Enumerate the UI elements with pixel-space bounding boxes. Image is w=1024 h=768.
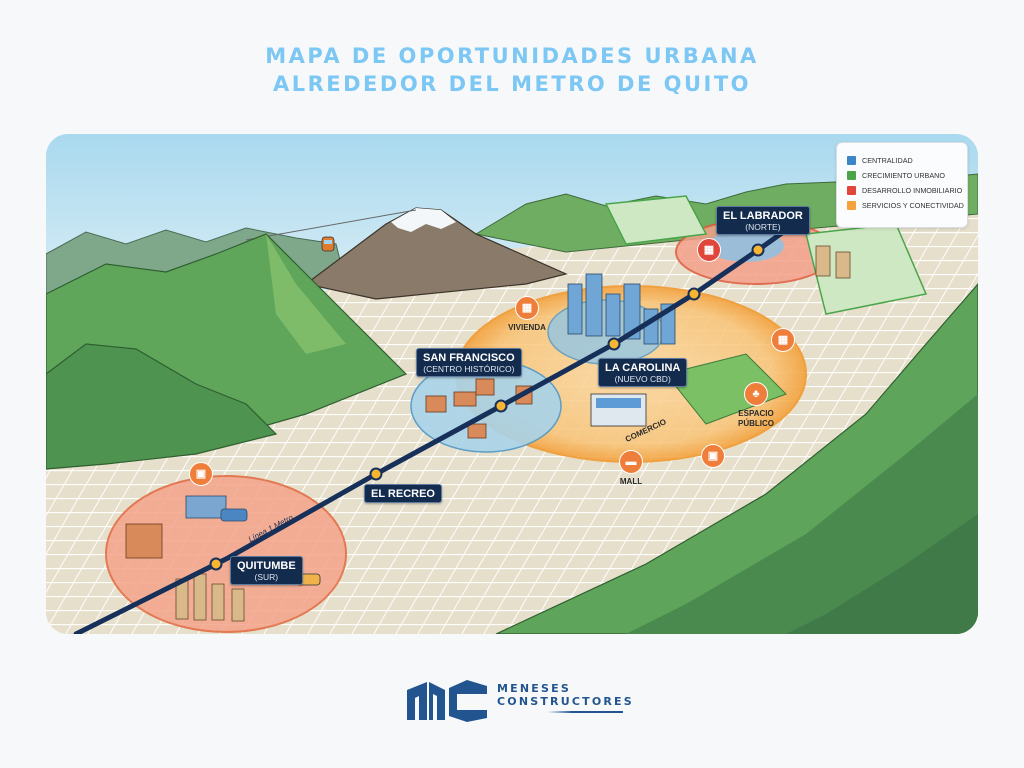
station-name: EL RECREO — [371, 488, 435, 500]
poi-building-labrador: ▦ — [696, 238, 722, 265]
legend-swatch-orange — [847, 201, 856, 210]
poi-vivienda: ▦ VIVIENDA — [502, 296, 552, 333]
legend-item-centralidad: CENTRALIDAD — [847, 156, 913, 165]
station-san-francisco: SAN FRANCISCO (CENTRO HISTÓRICO) — [416, 348, 522, 377]
brand-name: MENESES CONSTRUCTORES — [497, 682, 634, 713]
illustrated-map: CENTRALIDAD CRECIMIENTO URBANO DESARROLL… — [46, 134, 978, 634]
people-park-icon: ♣ — [744, 382, 768, 406]
station-quitumbe: QUITUMBE (SUR) — [230, 556, 303, 585]
station-subtitle: (SUR) — [254, 572, 279, 582]
station-name: SAN FRANCISCO — [423, 352, 515, 364]
station-name: EL LABRADOR — [723, 210, 803, 222]
station-name: QUITUMBE — [237, 560, 296, 572]
poi-label: VIVIENDA — [508, 323, 546, 332]
brand-underline — [497, 711, 623, 713]
building-icon: ▦ — [771, 328, 795, 352]
station-la-carolina: LA CAROLINA (NUEVO CBD) — [598, 358, 688, 387]
brand-name-line-1: MENESES — [497, 682, 571, 695]
truck-icon: ▬ — [619, 450, 643, 474]
poi-label: MALL — [619, 477, 643, 486]
legend-item-servicios-conectividad: SERVICIOS Y CONECTIVIDAD — [847, 201, 964, 210]
station-subtitle: (NORTE) — [745, 222, 781, 232]
bus-icon: ▣ — [701, 444, 725, 468]
map-legend: CENTRALIDAD CRECIMIENTO URBANO DESARROLL… — [836, 142, 968, 228]
building-icon: ▦ — [697, 238, 721, 262]
station-subtitle: (NUEVO CBD) — [614, 374, 671, 384]
brand-logo: MENESES CONSTRUCTORES — [405, 676, 635, 726]
building-icon: ▦ — [515, 296, 539, 320]
poi-bus-quitumbe: ▣ — [188, 462, 214, 489]
poi-building-east: ▦ — [770, 328, 796, 355]
map-title: MAPA DE OPORTUNIDADES URBANA ALREDEDOR D… — [0, 42, 1024, 98]
legend-label: DESARROLLO INMOBILIARIO — [862, 186, 963, 195]
poi-mall: ▬ MALL — [616, 450, 646, 487]
station-el-labrador: EL LABRADOR (NORTE) — [716, 206, 810, 235]
legend-label: CRECIMIENTO URBANO — [862, 171, 945, 180]
legend-swatch-red — [847, 186, 856, 195]
legend-item-crecimiento-urbano: CRECIMIENTO URBANO — [847, 171, 945, 180]
legend-label: CENTRALIDAD — [862, 156, 913, 165]
brand-name-line-2: CONSTRUCTORES — [497, 695, 634, 708]
bus-icon: ▣ — [189, 462, 213, 486]
title-line-1: MAPA DE OPORTUNIDADES URBANA — [265, 44, 759, 68]
station-el-recreo: EL RECREO — [364, 484, 442, 503]
title-line-2: ALREDEDOR DEL METRO DE QUITO — [272, 72, 752, 96]
legend-item-desarrollo-inmobiliario: DESARROLLO INMOBILIARIO — [847, 186, 962, 195]
legend-swatch-blue — [847, 156, 856, 165]
poi-label: ESPACIO PÚBLICO — [738, 409, 774, 428]
mc-monogram-icon — [407, 680, 487, 722]
legend-swatch-green — [847, 171, 856, 180]
poi-espacio-publico: ♣ ESPACIO PÚBLICO — [728, 382, 784, 429]
poi-transporte: ▣ — [700, 444, 726, 471]
station-name: LA CAROLINA — [605, 362, 681, 374]
map-illustration — [46, 134, 978, 634]
station-subtitle: (CENTRO HISTÓRICO) — [423, 364, 515, 374]
legend-label: SERVICIOS Y CONECTIVIDAD — [862, 201, 964, 210]
